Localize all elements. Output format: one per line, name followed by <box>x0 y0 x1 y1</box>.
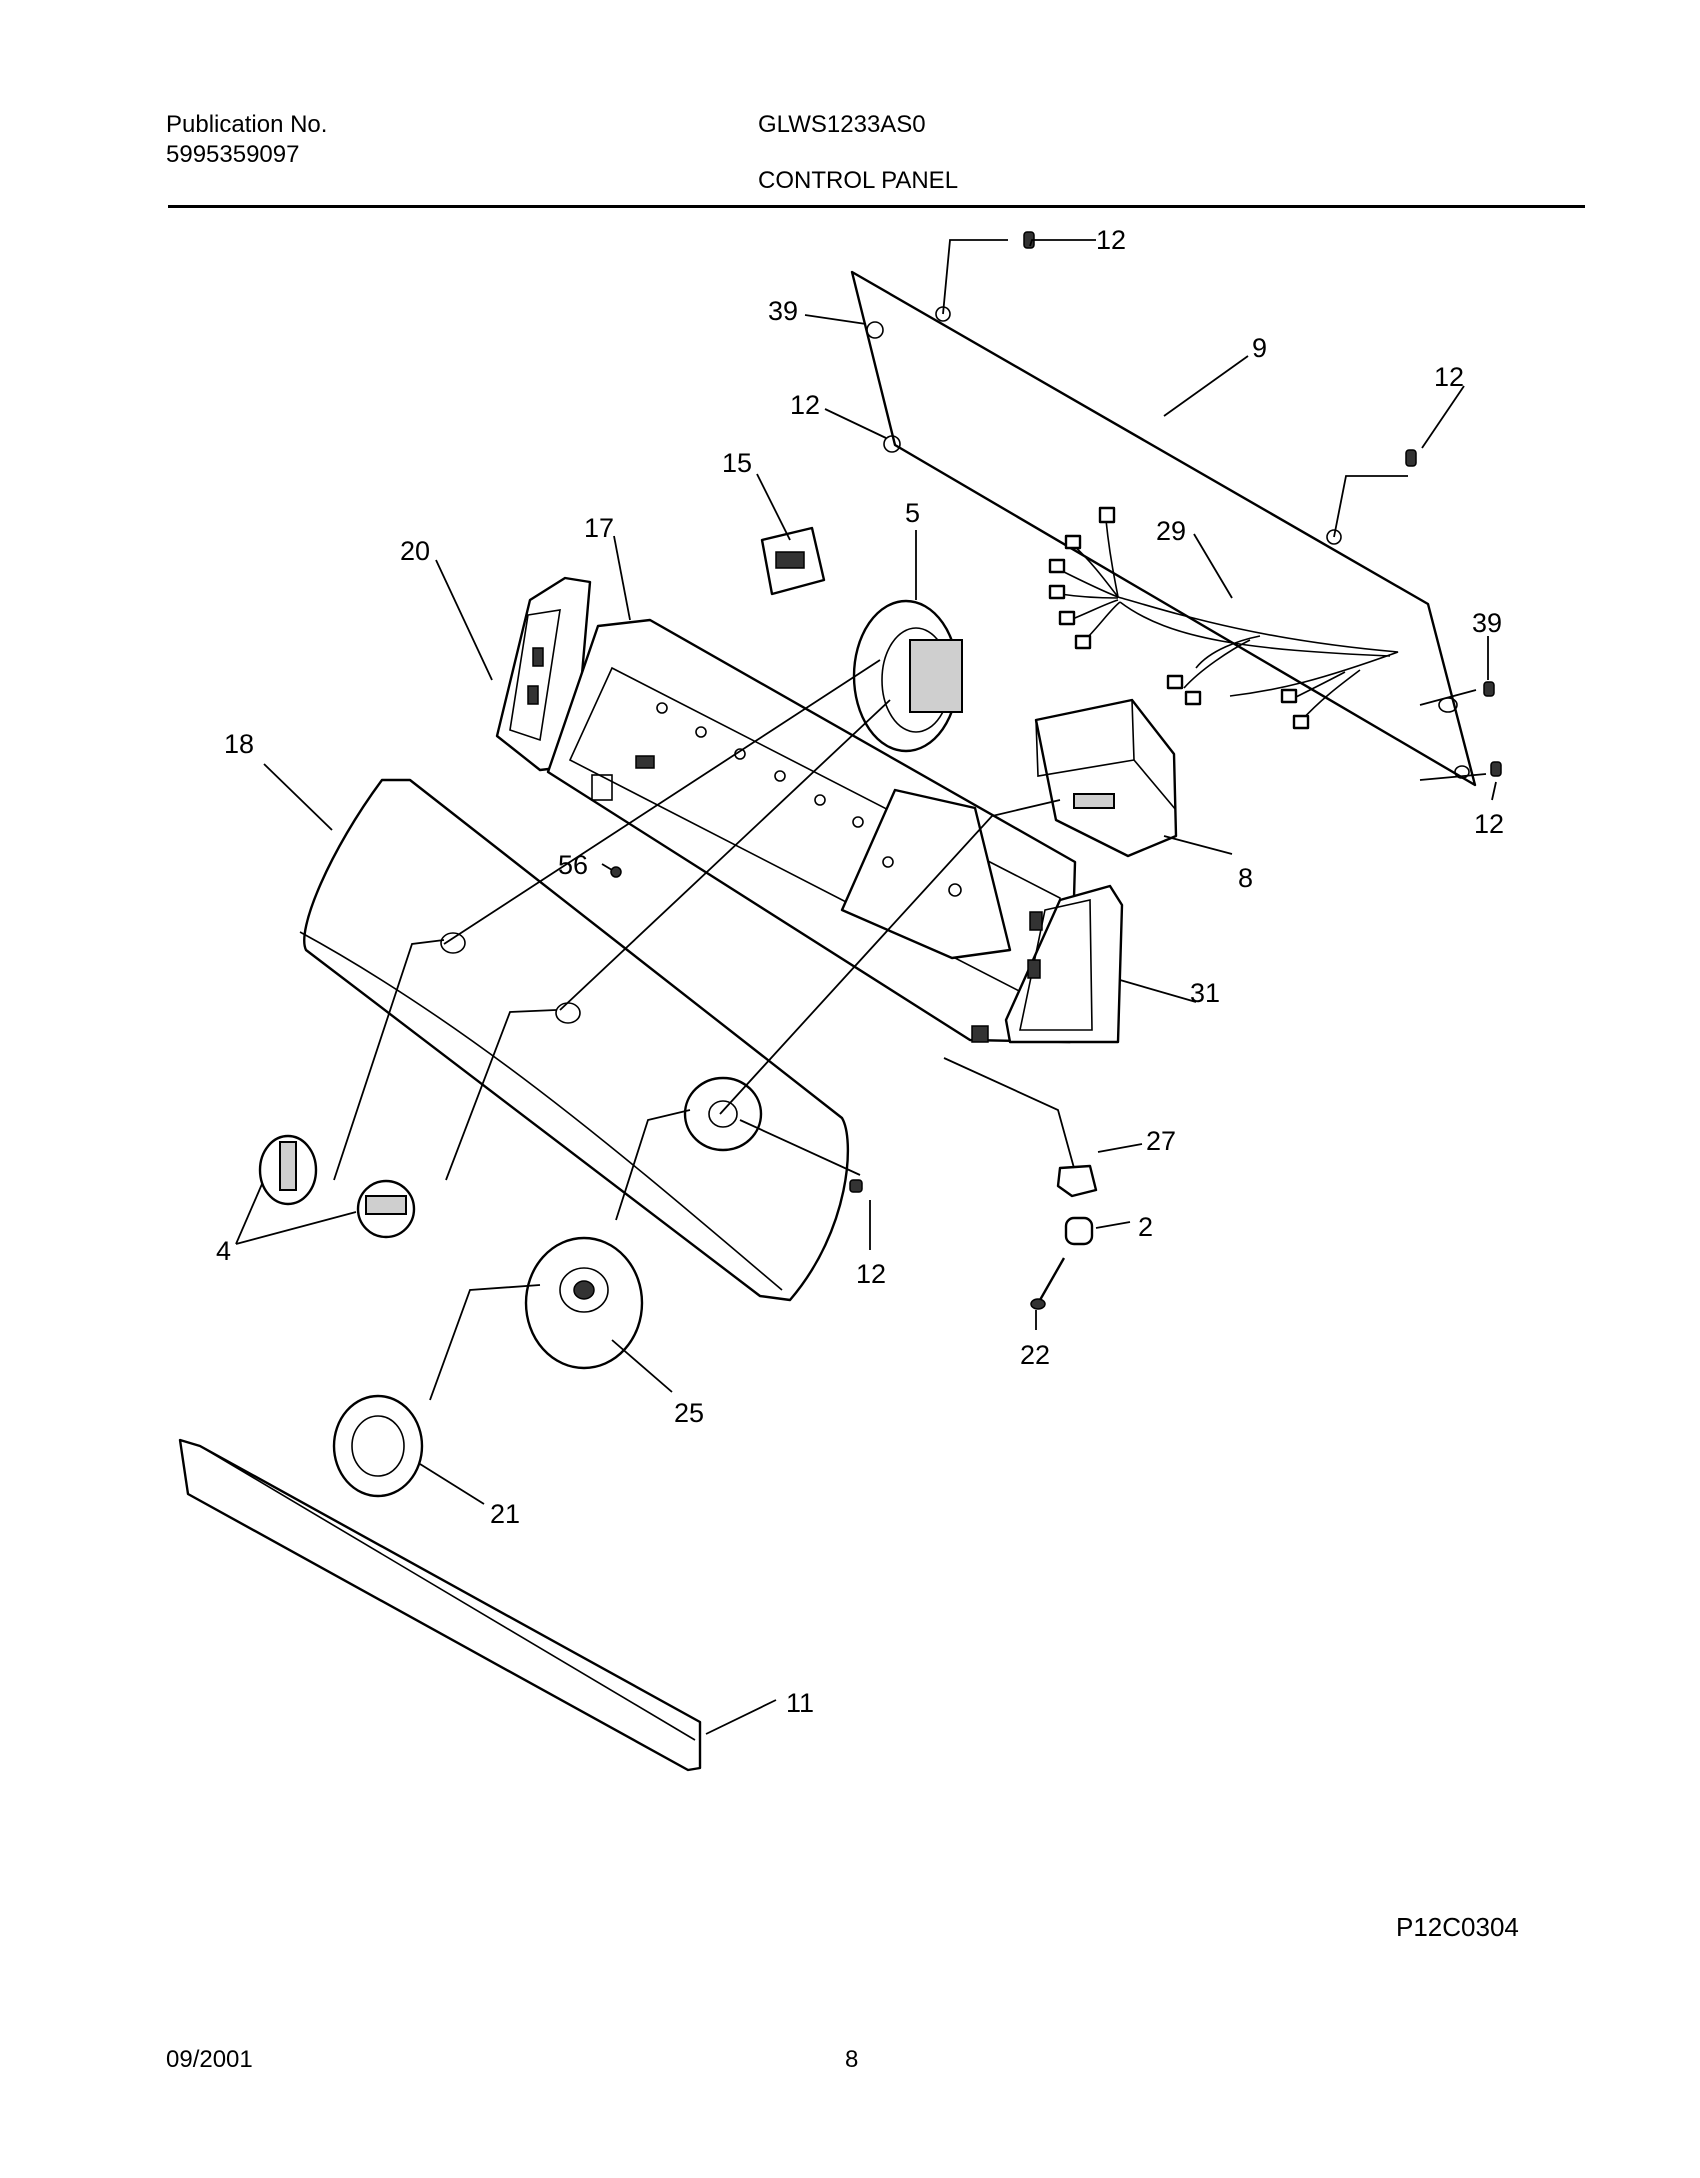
timer-knob <box>332 1394 424 1498</box>
callout-2: 2 <box>1138 1212 1153 1242</box>
callout-12-left: 12 <box>790 390 820 420</box>
callout-labels: 12 39 9 12 12 15 5 29 17 20 39 18 8 12 5… <box>216 225 1504 1718</box>
page-number: 8 <box>845 2046 859 2073</box>
callout-12-lower-right: 12 <box>1474 809 1504 839</box>
callout-18: 18 <box>224 729 254 759</box>
callout-5: 5 <box>905 498 920 528</box>
dial-bezel <box>524 1236 644 1370</box>
knob-upper <box>258 1134 318 1206</box>
callout-12-front: 12 <box>856 1259 886 1289</box>
figure-code: P12C0304 <box>1396 1912 1519 1942</box>
callout-39-right: 39 <box>1472 608 1502 638</box>
callout-29: 29 <box>1156 516 1186 546</box>
callout-27: 27 <box>1146 1126 1176 1156</box>
callout-56: 56 <box>558 850 588 880</box>
screw-12-front <box>849 1179 863 1193</box>
screw-12-right <box>1405 449 1417 467</box>
header-rule <box>168 205 1585 208</box>
mounting-clip <box>1056 1164 1098 1198</box>
model-number: GLWS1233AS0 <box>758 111 926 138</box>
footer-date: 09/2001 <box>166 2046 253 2073</box>
section-title: CONTROL PANEL <box>758 167 959 194</box>
screw-56 <box>610 866 622 878</box>
pressure-switch <box>852 599 963 753</box>
screw-22 <box>1030 1257 1066 1310</box>
screw-39-right <box>1483 681 1495 697</box>
callout-11: 11 <box>786 1688 814 1718</box>
callout-17: 17 <box>584 513 614 543</box>
callout-9: 9 <box>1252 333 1267 363</box>
publication-label: Publication No. <box>166 111 328 138</box>
callout-22: 22 <box>1020 1340 1050 1370</box>
leader-lines <box>235 239 1497 1735</box>
callout-8: 8 <box>1238 863 1253 893</box>
right-end-cap <box>1004 884 1124 1044</box>
callout-12-right: 12 <box>1434 362 1464 392</box>
callout-4: 4 <box>216 1236 231 1266</box>
callout-39-left: 39 <box>768 296 798 326</box>
screw-12-lower-right <box>1490 761 1502 777</box>
callout-21: 21 <box>490 1499 520 1529</box>
callout-15: 15 <box>722 448 752 478</box>
callout-25: 25 <box>674 1398 704 1428</box>
wire-harness <box>1048 506 1399 730</box>
trim-strip <box>178 1438 702 1772</box>
publication-number: 5995359097 <box>166 141 300 168</box>
knob-lower <box>356 1179 416 1239</box>
timer <box>1034 698 1178 858</box>
callout-12-top: 12 <box>1096 225 1126 255</box>
rear-cover-panel <box>850 270 1477 787</box>
switch-part <box>760 526 826 596</box>
console-panel <box>299 778 850 1302</box>
callout-31: 31 <box>1190 978 1220 1008</box>
callout-20: 20 <box>400 536 430 566</box>
spacer <box>1064 1216 1094 1246</box>
